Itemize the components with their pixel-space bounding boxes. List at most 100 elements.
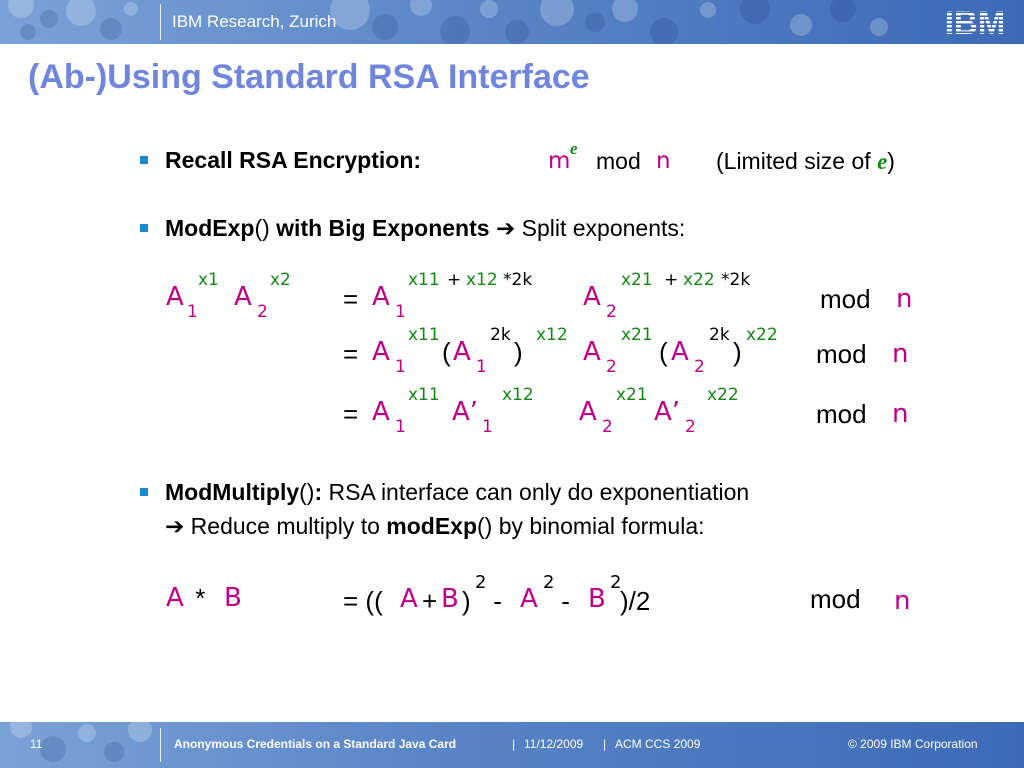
binomial-minus-2: -	[554, 586, 578, 616]
decor-dot	[505, 20, 529, 44]
decor-dot	[20, 24, 36, 40]
formula2-eq: =	[343, 339, 359, 369]
modmultiply-paren: ()	[299, 479, 315, 505]
bullet3-line2-b: () by binomial formula:	[477, 513, 705, 539]
footer-date: 11/12/2009	[524, 737, 584, 751]
bullet1-mod: mod	[596, 148, 641, 174]
bullet1-e-exponent: e	[570, 139, 578, 158]
modmultiply-label: ModMultiply	[165, 479, 300, 505]
modexp-label: ModExp	[165, 215, 255, 241]
note-e: e	[877, 149, 888, 174]
binomial-A: A	[166, 583, 184, 613]
formula1-rhs-A1: A	[372, 282, 390, 312]
decor-dot	[372, 14, 398, 40]
binomial-star: *	[188, 583, 213, 613]
formula2-inner-sub1: 1	[476, 357, 487, 377]
formula1-times2k-a: *2k	[503, 270, 533, 290]
formula2-rparen-b: )	[733, 337, 742, 367]
formula3-x21: x21	[616, 385, 648, 405]
svg-text:IBM: IBM	[945, 5, 1006, 39]
formula2-2k-b: 2k	[709, 325, 730, 345]
bullet1-label: Recall RSA Encryption:	[165, 147, 422, 173]
decor-dot	[790, 14, 812, 36]
formula1-x11: x11	[408, 270, 440, 290]
decor-dot	[585, 12, 605, 32]
formula1-x22: x22	[683, 270, 715, 290]
decor-dot	[124, 2, 138, 16]
formula2-2k-a: 2k	[490, 325, 511, 345]
formula1-eq: =	[343, 284, 359, 314]
slide-title: (Ab-)Using Standard RSA Interface	[28, 58, 590, 96]
bullet-marker	[140, 156, 148, 164]
formula2-inner-sub2: 2	[694, 357, 705, 377]
formula1-x21: x21	[621, 270, 653, 290]
binomial-sq-2: 2	[543, 572, 555, 593]
bullet3-rest: RSA interface can only do exponentiation	[322, 479, 750, 505]
bullet3-line1: ModMultiply(): RSA interface can only do…	[165, 481, 749, 504]
formula1-times2k-b: *2k	[721, 270, 751, 290]
decor-dot	[40, 10, 58, 28]
note-close: )	[887, 148, 895, 174]
formula3-prime-sub2: 2	[685, 417, 696, 437]
modexp-paren: ()	[254, 215, 270, 241]
formula3-sub2: 2	[602, 417, 613, 437]
binomial-plus: +	[422, 586, 438, 616]
ibm-logo-graphic: IBM	[945, 5, 1006, 39]
modmultiply-colon: :	[314, 479, 323, 505]
formula3-Aprime2: A’	[654, 397, 681, 427]
arrow-icon: ➔	[165, 514, 185, 540]
bullet-marker	[140, 488, 148, 496]
decor-dot	[740, 0, 770, 24]
formula1-x2: x2	[270, 270, 291, 290]
formula3-x22: x22	[707, 385, 739, 405]
formula2-inner-A1: A	[453, 337, 471, 367]
formula1-rhs-A2: A	[583, 282, 601, 312]
formula3-sub1: 1	[395, 417, 406, 437]
bullet3-line2-a: Reduce multiply to	[184, 513, 387, 539]
page-number: 11	[30, 737, 43, 751]
decor-dot	[410, 0, 432, 16]
modexp-inline: modExp	[386, 513, 477, 539]
header-band: IBM Research, Zurich IBM	[0, 0, 1024, 44]
decor-dot	[480, 0, 498, 18]
header-divider	[160, 4, 161, 40]
formula2-lparen-a: (	[442, 337, 451, 367]
formula1-n: n	[896, 284, 913, 314]
formula2-sub2: 2	[606, 357, 617, 377]
formula2-inner-A2: A	[671, 337, 689, 367]
decor-dot	[100, 18, 122, 40]
binomial-rhs-B: B	[441, 584, 459, 614]
binomial-close1: )	[462, 586, 471, 616]
decor-dot	[540, 0, 574, 26]
footer-copyright: © 2009 IBM Corporation	[848, 737, 978, 751]
bullet1-note: (Limited size of e)	[716, 148, 895, 174]
binomial-B-sq: B	[588, 584, 606, 614]
decor-dot	[78, 724, 96, 742]
big-exponents-label: with Big Exponents	[269, 215, 490, 241]
binomial-minus-1: -	[486, 586, 510, 616]
formula2-x11: x11	[408, 325, 440, 345]
formula1-plus-a: +	[447, 270, 462, 290]
note-text: (Limited size of	[716, 148, 878, 174]
formula3-x11: x11	[408, 385, 440, 405]
formula1-A2: A	[234, 282, 252, 312]
binomial-n: n	[894, 586, 911, 616]
formula2-x12: x12	[536, 325, 568, 345]
decor-dot	[104, 742, 124, 762]
footer-sep-1: |	[512, 737, 516, 751]
binomial-sq-3: 2	[610, 572, 622, 593]
formula1-rhs-sub2: 2	[606, 302, 617, 322]
formula3-prime-sub1: 1	[482, 417, 493, 437]
binomial-A-sq: A	[520, 584, 538, 614]
footer-sep-2: |	[603, 737, 607, 751]
formula3-A2: A	[579, 397, 597, 427]
formula3-A1: A	[372, 397, 390, 427]
formula3-Aprime1: A’	[452, 397, 479, 427]
decor-dot	[870, 18, 888, 36]
decor-dot	[830, 0, 856, 22]
formula1-plus-b: +	[664, 270, 679, 290]
decor-dot	[700, 2, 716, 18]
bullet-marker	[140, 224, 148, 232]
footer-band: 11 Anonymous Credentials on a Standard J…	[0, 722, 1024, 768]
formula2-rparen-a: )	[514, 337, 523, 367]
